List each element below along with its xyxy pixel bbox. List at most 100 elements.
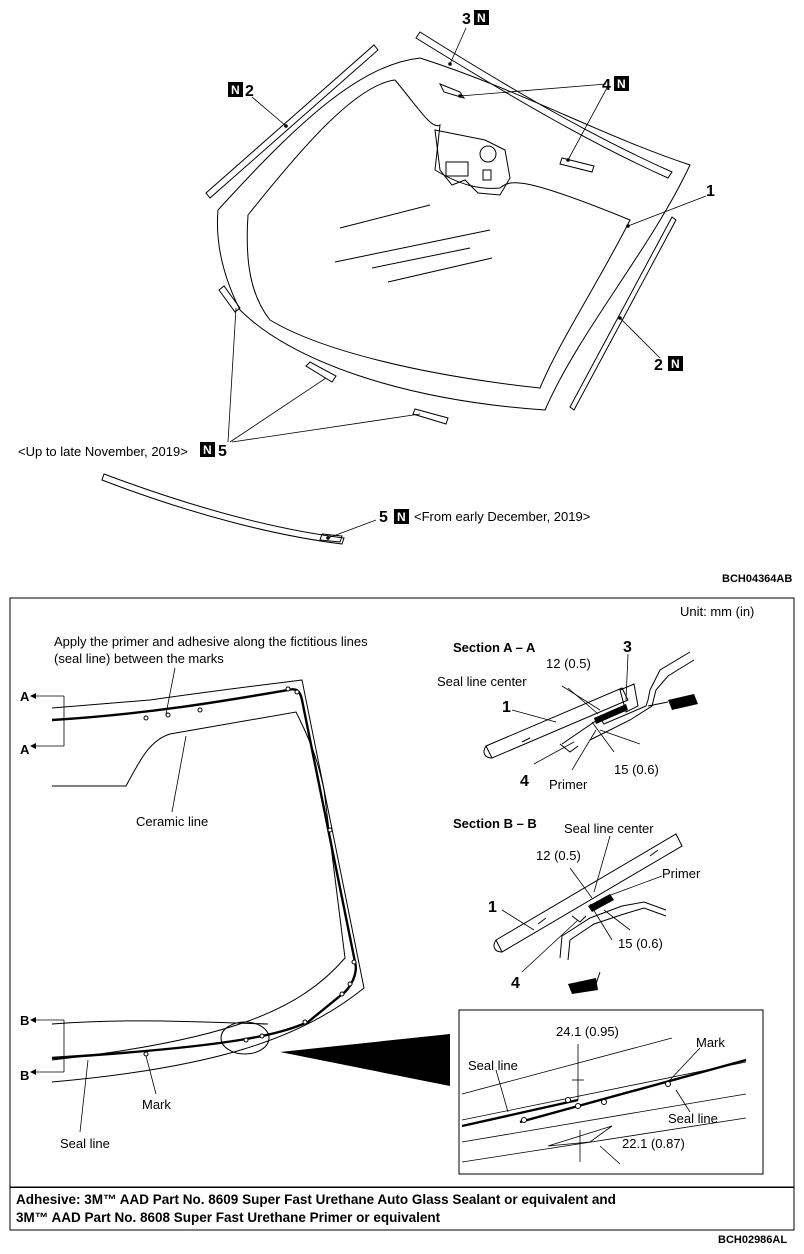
section-b-b: Section B – B Seal line center 12 (0.5) … (453, 816, 701, 994)
right-side-molding (569, 216, 677, 411)
detail-view: 24.1 (0.95) Seal line Mark Seal line 22.… (458, 1009, 764, 1175)
leader-ceramic-line (171, 735, 187, 813)
leader-primer-b (607, 875, 663, 897)
section-b-glass (495, 833, 683, 953)
leader-5c (231, 413, 421, 443)
section-a-seal-center-label: Seal line center (437, 674, 527, 689)
leader-seal-center-a (561, 685, 601, 711)
section-a-body-inner (589, 659, 695, 741)
new-part-letter: N (477, 11, 486, 25)
detail-mark (665, 1081, 671, 1087)
leader-3 (449, 27, 467, 65)
sealant-gun-nozzle (595, 971, 601, 985)
new-part-letter: N (397, 510, 406, 524)
leader-dot (566, 158, 570, 162)
detail-mark (601, 1099, 607, 1105)
sealant-gun-icon (568, 978, 598, 994)
spacer-4-left (438, 83, 466, 99)
new-part-letter: N (203, 443, 212, 457)
section-a-dim-ext (591, 721, 615, 753)
leader-primer-a (571, 729, 597, 771)
detail-mark (565, 1097, 571, 1103)
callout-2-right: 2 (654, 357, 663, 374)
leader-detail-seal-left (495, 1069, 509, 1113)
spacer-4-right (559, 157, 595, 173)
section-b-mark-top: B (20, 1013, 29, 1028)
callout-5-top: 5 (218, 443, 227, 460)
section-b-glass-edge (493, 939, 503, 953)
leader-1-b (501, 909, 535, 931)
leader-4-b (521, 919, 579, 973)
fastener-5-middle (305, 361, 337, 383)
mirror-base-area (434, 129, 511, 196)
leader-4-a (533, 741, 575, 765)
section-b-primer-label: Primer (662, 866, 701, 881)
leader-detail-seal-right (675, 1089, 691, 1113)
leader-4a (459, 83, 607, 97)
section-a-glass-edge (483, 745, 493, 759)
section-a-callout-4: 4 (520, 773, 529, 790)
leader-dot (618, 316, 622, 320)
sealant-gun-icon (668, 694, 698, 710)
callout-4: 4 (602, 77, 611, 94)
leader-5a (227, 307, 237, 443)
arrow-head (30, 1069, 36, 1075)
leader-dot (458, 94, 462, 98)
new-part-icon (668, 356, 683, 371)
new-part-icon (614, 76, 629, 91)
section-b-dim-12-label: 12 (0.5) (536, 848, 581, 863)
callout-5-bottom: 5 (379, 509, 388, 526)
detail-dim-22-label: 22.1 (0.87) (622, 1136, 685, 1151)
ceramic-line (51, 711, 346, 1061)
section-a-molding (619, 683, 639, 713)
arrow-head (30, 1017, 36, 1023)
top-molding (415, 31, 673, 179)
section-a-dim-12 (567, 687, 599, 715)
arrow-head (30, 693, 36, 699)
leader-detail-mark (667, 1047, 701, 1083)
mark-label: Mark (142, 1097, 171, 1112)
section-a-sealant (594, 704, 628, 724)
seal-marks (143, 686, 357, 1057)
detail-ceramic-line (461, 1037, 673, 1095)
detail-seal-line-right (519, 1058, 747, 1124)
leader-dot (448, 62, 452, 66)
section-b-glass-hatch (537, 917, 547, 925)
left-side-molding (205, 44, 379, 199)
section-a-dim-15 (599, 729, 641, 745)
bottom-figure-frame (9, 597, 795, 1231)
callout-1: 1 (706, 183, 715, 200)
new-part-icon (394, 509, 409, 524)
leader-dot (326, 536, 330, 540)
callout-3: 3 (462, 11, 471, 28)
figure-code-top: BCH04364AB (722, 573, 792, 585)
detail-magnifier (220, 1021, 270, 1055)
fastener-5-right (412, 408, 449, 425)
section-b-callout-4: 4 (511, 975, 520, 992)
section-b-seal-center-label: Seal line center (564, 821, 654, 836)
section-b-dim-12 (569, 867, 593, 899)
section-a-glass (485, 687, 629, 759)
section-a-spacer (559, 743, 579, 753)
sensor-bracket (445, 161, 469, 177)
detail-edge-line (461, 1093, 747, 1143)
new-part-letter: N (617, 77, 626, 91)
sealant-gun-nozzle (647, 701, 669, 707)
leader-seal-line (79, 1059, 89, 1133)
windshield-front-view: A A B B Ceramic line Mark Seal line (20, 679, 450, 1151)
section-b-glass-hatch (649, 849, 659, 857)
section-b-body-inner (567, 907, 667, 961)
adhesive-line-2: 3M™ AAD Part No. 8608 Super Fast Urethan… (16, 1210, 441, 1225)
leader-seal-center-b (593, 835, 611, 893)
detail-dim-22 (599, 1145, 621, 1165)
detail-mark (521, 1117, 527, 1123)
section-b-mark-bottom: B (20, 1068, 29, 1083)
section-a-dim-12-label: 12 (0.5) (546, 656, 591, 671)
detail-dim-24-label: 24.1 (0.95) (556, 1024, 619, 1039)
detail-mark (575, 1103, 581, 1109)
section-b-spacer (571, 915, 587, 923)
section-a-mark-bottom: A (20, 742, 30, 757)
leader-3-a (625, 653, 629, 701)
leader-5-bottom (327, 519, 377, 539)
windshield-inner-area (246, 79, 631, 389)
